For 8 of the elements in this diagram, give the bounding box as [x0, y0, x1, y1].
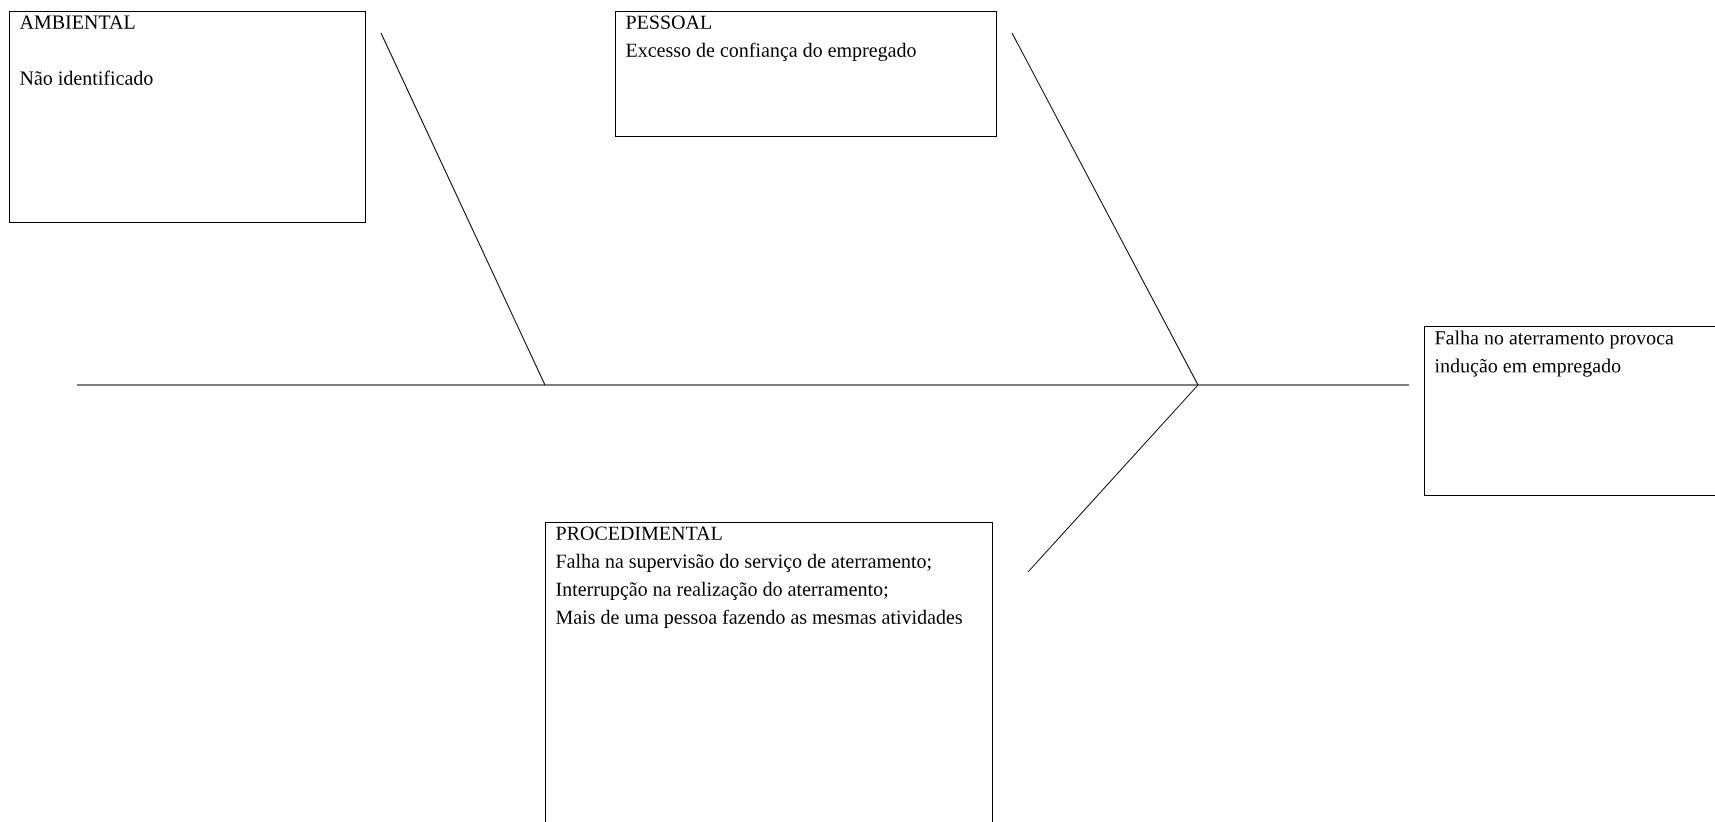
category-box: PESSOAL Excesso de confiança do empregado: [615, 11, 997, 137]
category-box: PROCEDIMENTAL Falha na supervisão do serviço de aterramento; Interrupção na realização do aterramento; Mais de uma pessoa fazendo as mesmas atividades: [545, 522, 993, 822]
effect-box: Falha no aterramento provoca indução em empregado: [1424, 326, 1715, 496]
category-box: AMBIENTAL Não identificado: [9, 11, 366, 223]
bone-line: [380, 32, 546, 386]
spine-line: [76, 384, 1410, 386]
bone-line: [1011, 32, 1199, 386]
bone-line: [1027, 384, 1199, 573]
